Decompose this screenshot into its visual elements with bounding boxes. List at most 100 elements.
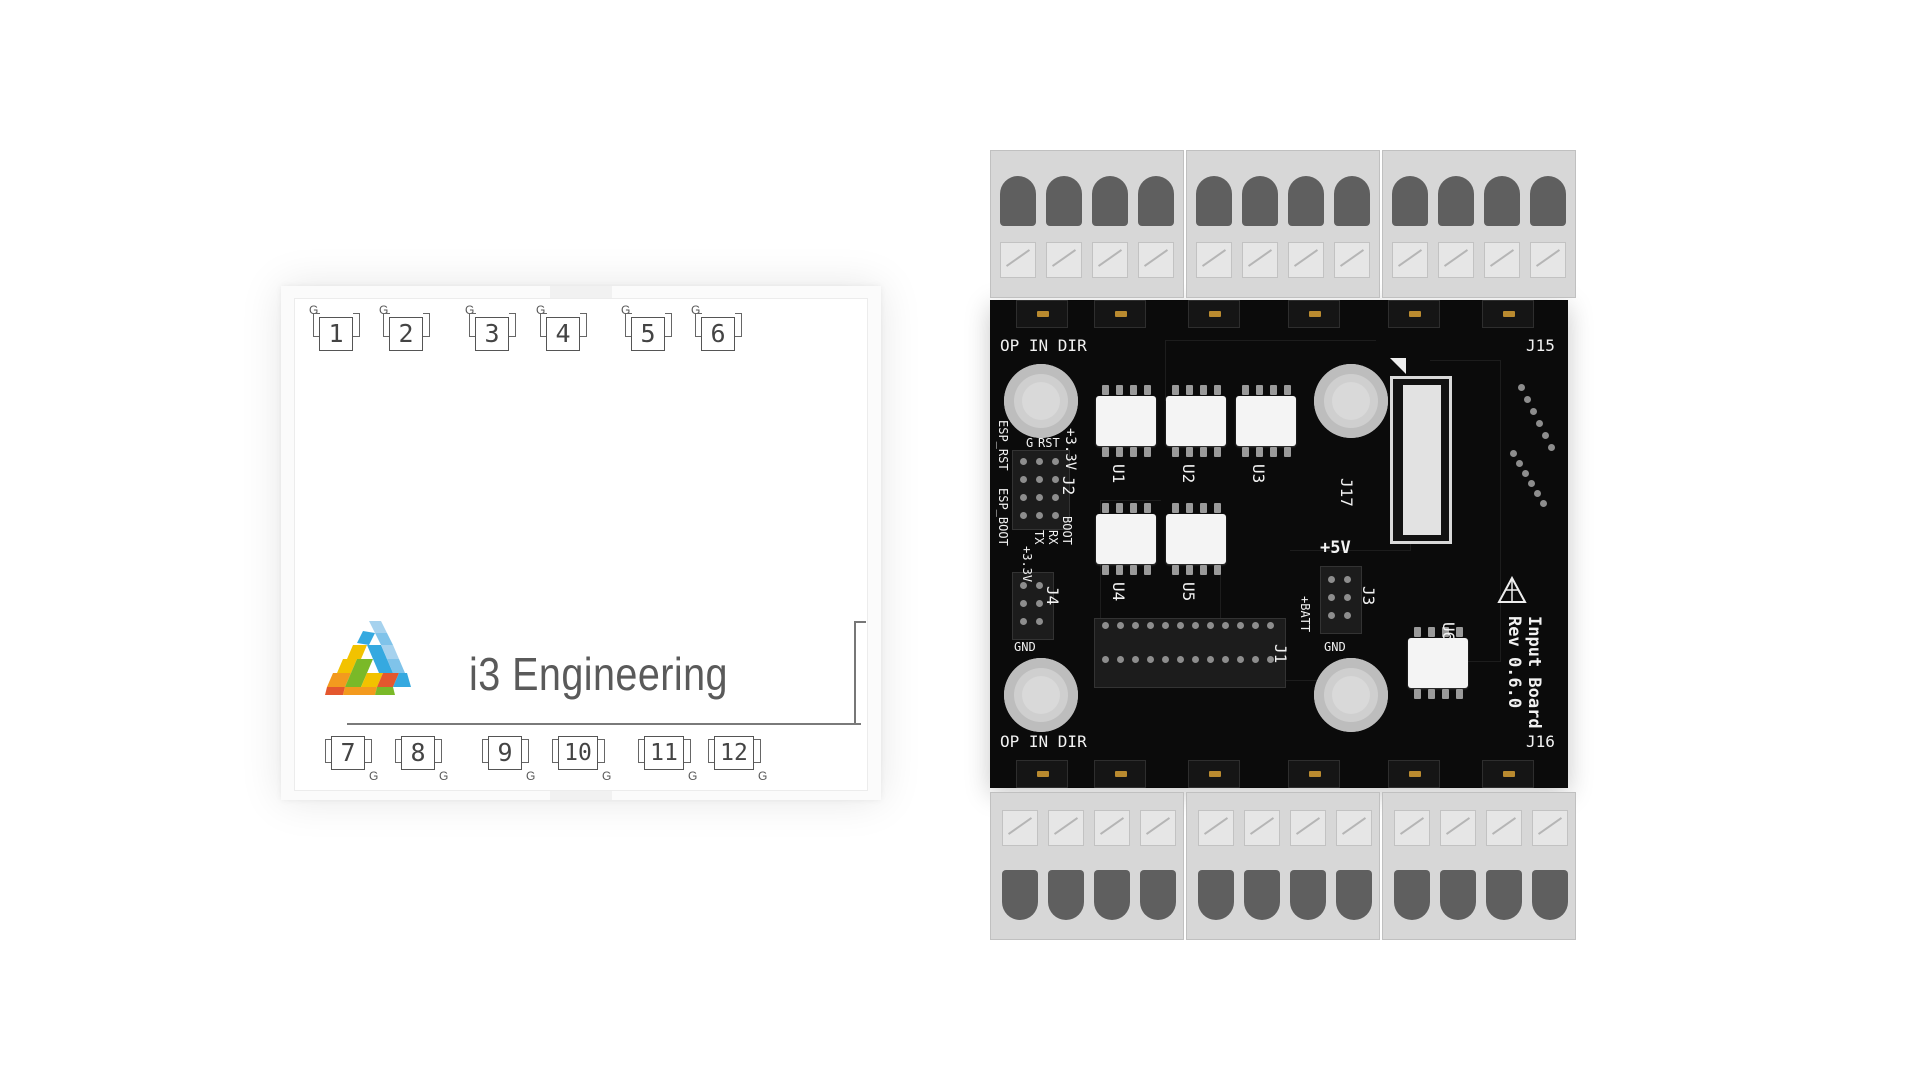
- terminal-bracket: [754, 739, 761, 763]
- terminal-number-3: 3: [475, 317, 509, 351]
- wire-slot: [1530, 176, 1566, 226]
- header-pin: [1207, 622, 1214, 629]
- header-pin: [1222, 622, 1229, 629]
- ic-pin: [1186, 503, 1193, 513]
- wire-slot: [1242, 176, 1278, 226]
- push-lever: [1046, 242, 1082, 278]
- pin-header: [1388, 300, 1440, 328]
- header-pin: [1328, 612, 1335, 619]
- header-pin: [1036, 494, 1043, 501]
- push-lever: [1048, 810, 1084, 846]
- wire-slot: [1094, 870, 1130, 920]
- terminal-bracket: [423, 313, 430, 337]
- header-pin: [1052, 458, 1059, 465]
- header-pin: [1052, 476, 1059, 483]
- ic-pin: [1144, 503, 1151, 513]
- header-pin: [1117, 656, 1124, 663]
- via: [1534, 490, 1541, 497]
- j2-label: J2: [1059, 476, 1078, 496]
- board-revision: Rev 0.6.0: [1504, 616, 1524, 709]
- wire-slot: [1048, 870, 1084, 920]
- via: [1518, 384, 1525, 391]
- wire-slot: [1394, 870, 1430, 920]
- terminal-bracket: [638, 739, 645, 763]
- pin-header: [1388, 760, 1440, 788]
- j3-label: J3: [1359, 586, 1378, 606]
- header-pin: [1177, 656, 1184, 663]
- via: [1540, 500, 1547, 507]
- ic-pin: [1130, 565, 1137, 575]
- wire-slot: [1392, 176, 1428, 226]
- push-lever: [1530, 242, 1566, 278]
- ic-pin: [1414, 689, 1421, 699]
- gnd-j3-label: GND: [1324, 640, 1346, 654]
- esp-boot-label: ESP_BOOT: [996, 488, 1010, 546]
- ic-pin: [1172, 565, 1179, 575]
- header-pin: [1102, 622, 1109, 629]
- ic-pin: [1200, 503, 1207, 513]
- ic-pin: [1270, 385, 1277, 395]
- divider-line: [347, 723, 861, 725]
- u2-label: U2: [1179, 464, 1198, 484]
- j3-header: [1320, 566, 1362, 634]
- terminal-block-bottom-1: [990, 792, 1184, 940]
- wire-slot: [1000, 176, 1036, 226]
- header-pin: [1020, 476, 1027, 483]
- mounting-hole: [1314, 658, 1388, 732]
- terminal-number-5: 5: [631, 317, 665, 351]
- header-pin: [1237, 622, 1244, 629]
- ic-pin: [1130, 447, 1137, 457]
- push-lever: [1438, 242, 1474, 278]
- header-pin: [1192, 622, 1199, 629]
- header-pin: [1020, 512, 1027, 519]
- pcb-trace: [1165, 340, 1376, 401]
- terminal-bracket: [522, 739, 529, 763]
- gnd-j4-label: GND: [1014, 640, 1036, 654]
- wire-slot: [1002, 870, 1038, 920]
- mounting-hole: [1314, 364, 1388, 438]
- ic-pin: [1242, 447, 1249, 457]
- ground-label: G: [439, 769, 449, 783]
- ic-pin: [1144, 385, 1151, 395]
- header-pin: [1222, 656, 1229, 663]
- terminal-number-1: 1: [319, 317, 353, 351]
- via: [1528, 480, 1535, 487]
- ic-pin: [1428, 689, 1435, 699]
- j4-header: [1012, 572, 1054, 640]
- header-pin: [1267, 656, 1274, 663]
- plus-batt-label: +BATT: [1298, 596, 1312, 633]
- via: [1542, 432, 1549, 439]
- terminal-block-bottom-2: [1186, 792, 1380, 940]
- board-logo-icon: [1497, 576, 1527, 603]
- push-lever: [1198, 810, 1234, 846]
- terminal-bracket: [695, 313, 702, 337]
- terminal-bracket: [365, 739, 372, 763]
- terminal-bracket: [313, 313, 320, 337]
- wire-slot: [1532, 870, 1568, 920]
- push-lever: [1000, 242, 1036, 278]
- plus33v-label: +3.3V: [1062, 428, 1078, 471]
- header-pin: [1132, 656, 1139, 663]
- via: [1510, 450, 1517, 457]
- optocoupler-u6: [1408, 638, 1468, 688]
- pin1-marker: [1390, 358, 1406, 374]
- ground-label: G: [602, 769, 612, 783]
- push-lever: [1532, 810, 1568, 846]
- ic-pin: [1442, 689, 1449, 699]
- push-lever: [1392, 242, 1428, 278]
- optocoupler-u2: [1166, 396, 1226, 446]
- wire-slot: [1290, 870, 1326, 920]
- ic-pin: [1116, 385, 1123, 395]
- header-pin: [1020, 494, 1027, 501]
- terminal-bracket: [580, 313, 587, 337]
- ic-pin: [1102, 565, 1109, 575]
- header-pin: [1344, 576, 1351, 583]
- ic-pin: [1214, 565, 1221, 575]
- terminal-number-11: 11: [644, 736, 684, 770]
- header-pin: [1192, 656, 1199, 663]
- header-label-top: OP IN DIR: [1000, 336, 1087, 355]
- terminal-number-9: 9: [488, 736, 522, 770]
- board-name: Input Board: [1524, 616, 1544, 729]
- ic-pin: [1456, 627, 1463, 637]
- header-pin: [1132, 622, 1139, 629]
